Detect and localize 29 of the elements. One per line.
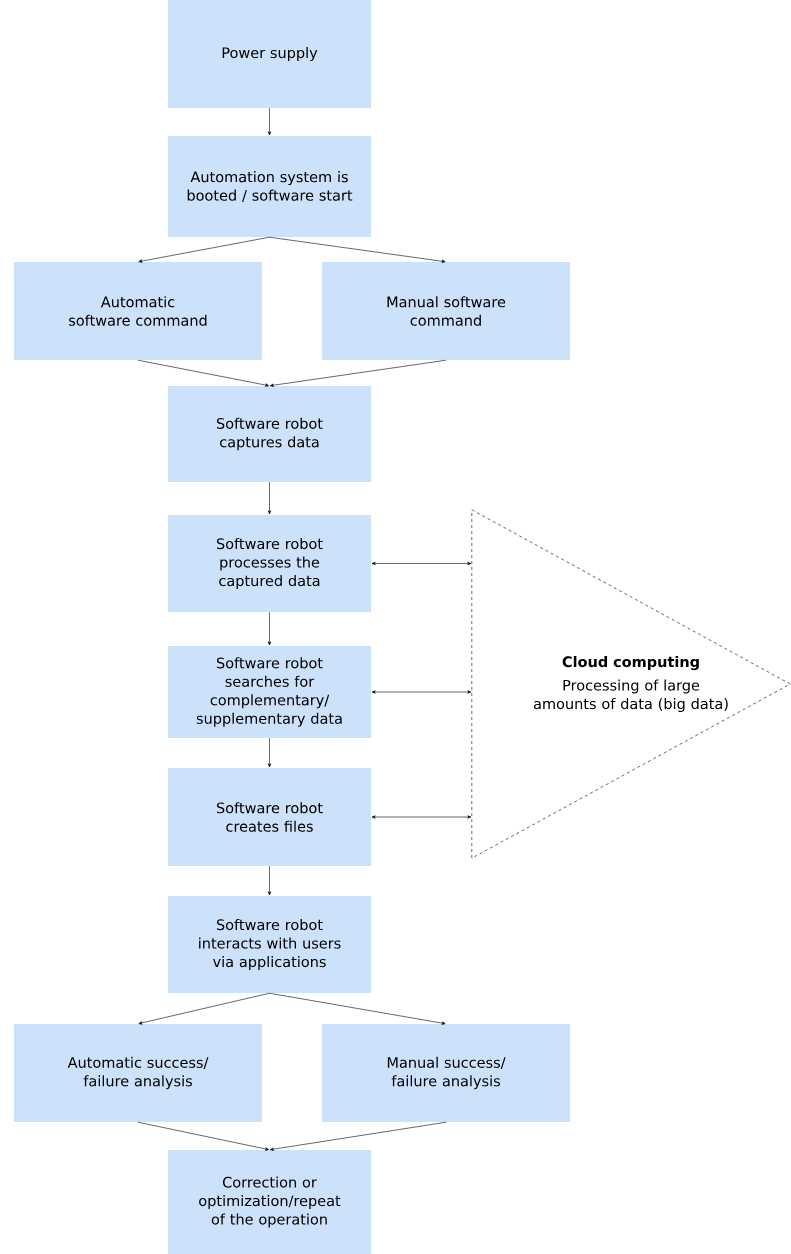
arrow xyxy=(267,107,272,136)
arrow xyxy=(137,1121,269,1151)
arrow xyxy=(270,359,447,387)
arrow xyxy=(269,236,446,263)
arrow xyxy=(270,1121,447,1151)
process-box: Software robot processes the captured data xyxy=(168,515,371,612)
arrow xyxy=(138,992,270,1025)
arrow xyxy=(267,865,272,896)
process-box: Correction or optimization/repeat of the operation xyxy=(168,1150,371,1254)
arrow xyxy=(371,690,472,694)
process-box: Automatic software command xyxy=(14,262,262,360)
arrow xyxy=(371,561,472,566)
process-box: Software robot creates files xyxy=(168,768,371,866)
process-box: Power supply xyxy=(168,0,371,108)
process-box: Software robot captures data xyxy=(168,386,371,482)
process-box: Software robot interacts with users via applications xyxy=(168,896,371,993)
cloud-triangle: Cloud computing Processing of large amounts of data (big data) xyxy=(471,509,791,859)
arrow xyxy=(267,737,272,768)
process-box: Automatic success/ failure analysis xyxy=(14,1024,262,1122)
process-box: Software robot searches for complementary/ supplementary data xyxy=(168,646,371,738)
process-box: Manual software command xyxy=(322,262,570,360)
arrow xyxy=(267,611,272,646)
arrow xyxy=(371,815,472,819)
arrow xyxy=(267,481,272,515)
process-box: Automation system is booted / software start xyxy=(168,136,371,237)
arrow xyxy=(269,992,446,1025)
arrow xyxy=(137,359,269,387)
process-box: Manual success/ failure analysis xyxy=(322,1024,570,1122)
arrow xyxy=(138,236,270,263)
